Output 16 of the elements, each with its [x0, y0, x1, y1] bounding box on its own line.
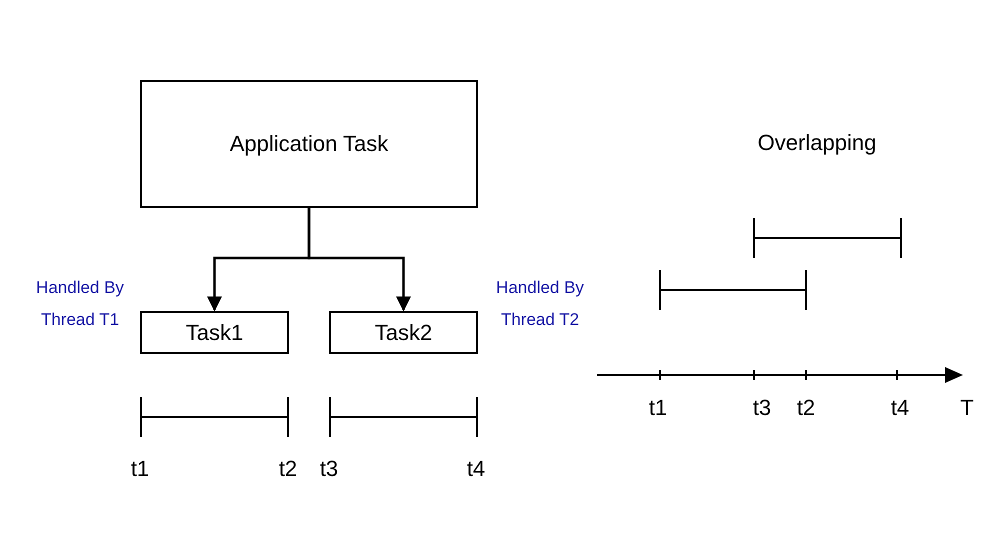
tick-label: t4 [890, 395, 910, 421]
tick-label: t3 [320, 456, 338, 482]
tick-label: t2 [796, 395, 816, 421]
tick-label: t1 [130, 456, 150, 482]
tick-label: t2 [278, 456, 298, 482]
process-box: Application Task [140, 80, 478, 208]
task-box: Task2 [329, 311, 478, 354]
tick-label: t1 [648, 395, 668, 421]
tick-label: t4 [466, 456, 486, 482]
arrow [308, 208, 411, 312]
task-box: Task1 [140, 311, 289, 354]
node-caption: Handled By Thread T1 [35, 277, 125, 331]
tick-label: t3 [752, 395, 772, 421]
heading: Overlapping [758, 130, 876, 156]
axis-label: T [960, 395, 974, 421]
node-caption: Handled By Thread T2 [495, 277, 585, 331]
